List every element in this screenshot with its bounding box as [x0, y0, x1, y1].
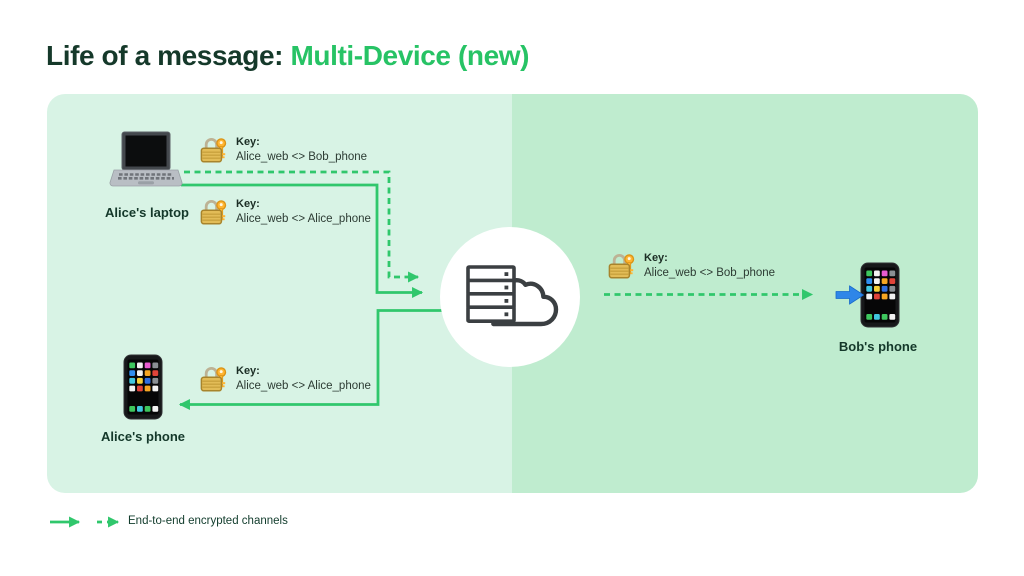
page-title: Life of a message: Multi-Device (new): [46, 40, 529, 72]
bob-side-background: [512, 94, 978, 493]
key-title: Key:: [644, 252, 668, 264]
lock-with-key-icon: [608, 253, 635, 280]
server-cloud-icon: [458, 250, 562, 342]
lock-with-key-icon: [199, 366, 227, 393]
key-pair: Alice_web <> Bob_phone: [644, 266, 776, 279]
lock-with-key-icon: [199, 137, 227, 164]
key-pair: Alice_web <> Alice_phone: [236, 212, 371, 225]
key-title: Key:: [236, 136, 260, 148]
key-pair: Alice_web <> Bob_phone: [236, 150, 368, 163]
laptop-icon: [108, 131, 184, 188]
key-title: Key:: [236, 365, 260, 377]
blue-right-arrow-icon: [835, 285, 864, 305]
bob-phone-label: Bob's phone: [838, 339, 918, 354]
lock-with-key-icon: [199, 199, 227, 226]
key-label-alice-web-alice-phone-lower: Key: Alice_web <> Alice_phone: [198, 364, 371, 394]
legend-label: End-to-end encrypted channels: [128, 515, 288, 527]
page-title-highlight: Multi-Device (new): [290, 40, 530, 71]
key-pair: Alice_web <> Alice_phone: [236, 379, 371, 392]
alice-phone-label: Alice's phone: [101, 429, 185, 444]
key-title: Key:: [236, 198, 260, 210]
alice-laptop-label: Alice's laptop: [105, 205, 189, 220]
key-label-alice-web-bob-phone-top: Key: Alice_web <> Bob_phone: [198, 135, 367, 165]
key-label-alice-web-alice-phone-upper: Key: Alice_web <> Alice_phone: [198, 197, 371, 227]
key-label-alice-web-bob-phone-right: Key: Alice_web <> Bob_phone: [606, 251, 775, 281]
page-title-prefix: Life of a message:: [46, 40, 291, 71]
smartphone-icon-alice: [123, 354, 163, 420]
